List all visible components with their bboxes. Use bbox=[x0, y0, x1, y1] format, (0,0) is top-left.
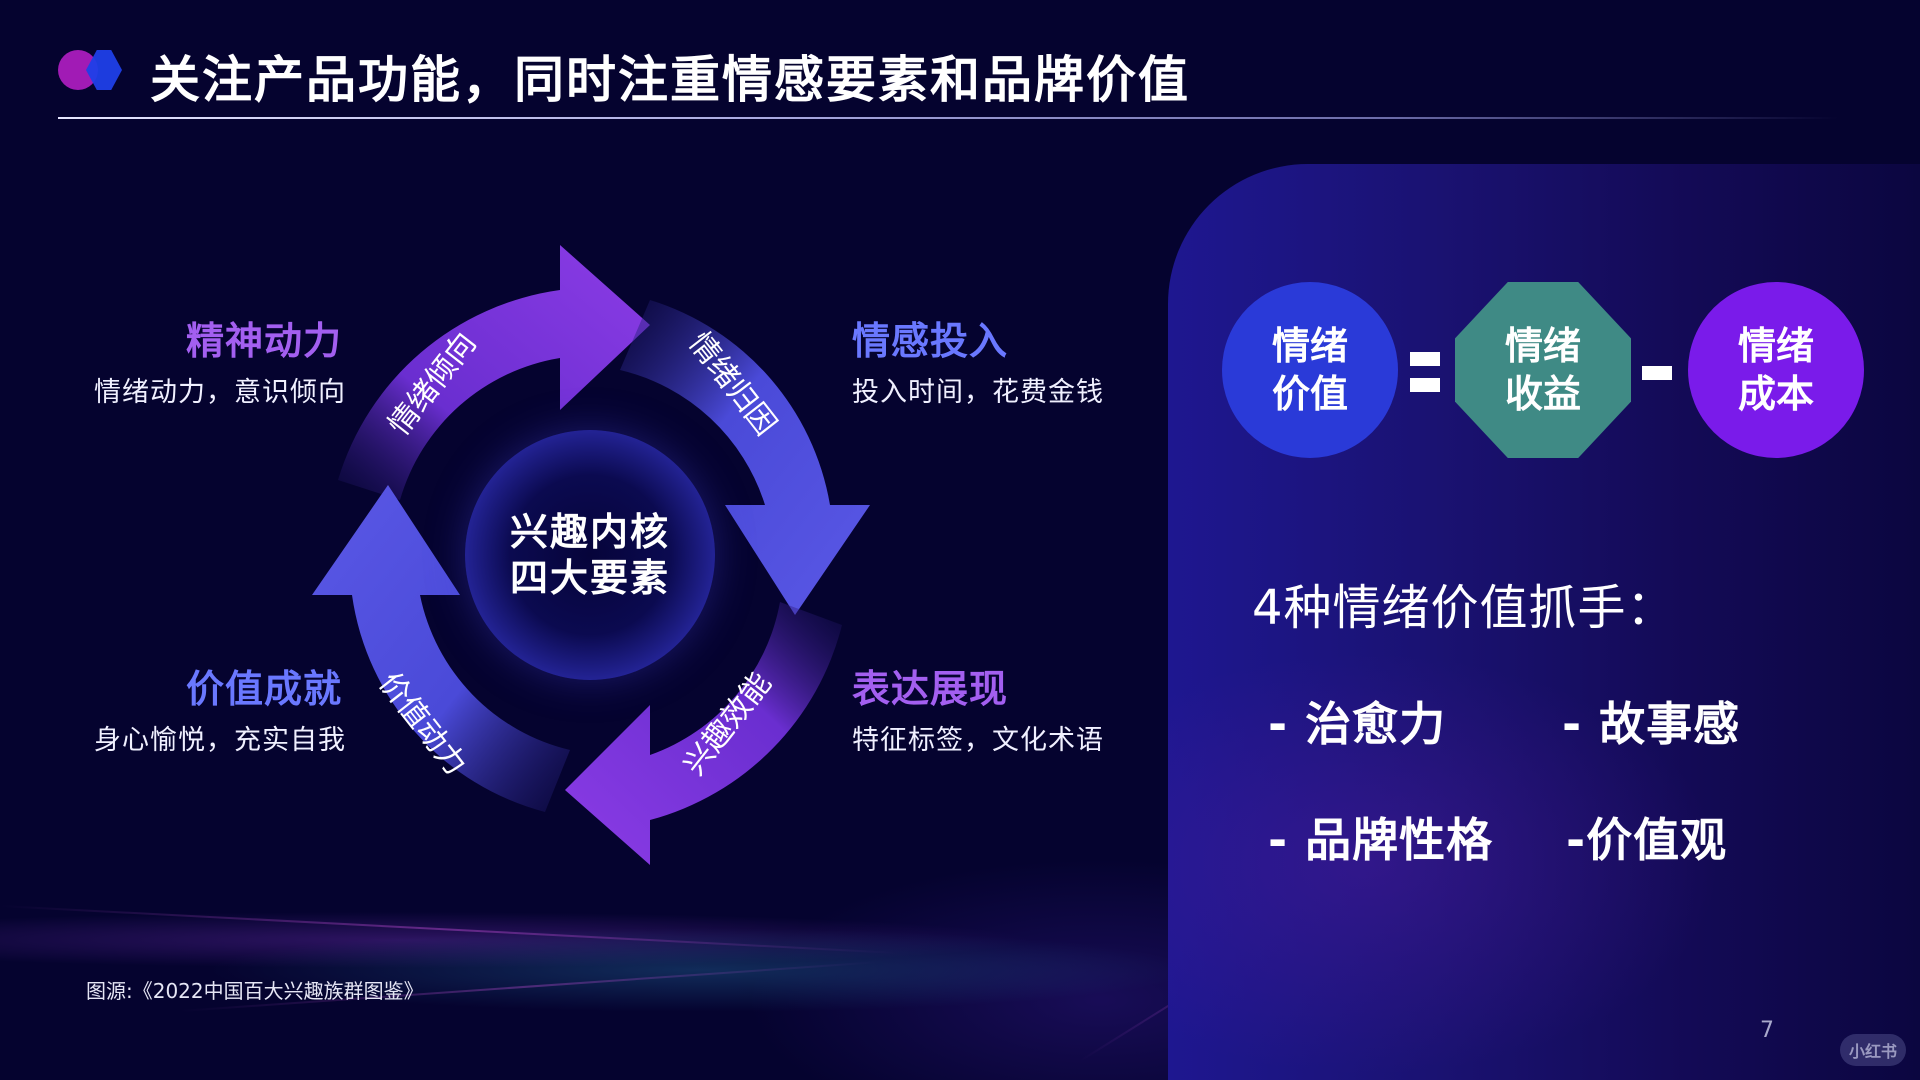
quadrant-title-emotional-investment: 情感投入 bbox=[852, 319, 1009, 363]
quadrant-title-expression: 表达展现 bbox=[852, 667, 1009, 711]
arrow-value-motivation bbox=[312, 485, 570, 812]
emotion-gain-line2: 收益 bbox=[1504, 372, 1581, 416]
cycle-diagram: 兴趣内核 四大要素 情绪倾向 情绪归因 兴趣效能 价值动力 bbox=[270, 230, 910, 870]
handle-item-storytelling: - 故事感 bbox=[1562, 697, 1741, 751]
emotion-gain-line1: 情绪 bbox=[1504, 324, 1581, 368]
quadrant-title-value-achievement: 价值成就 bbox=[186, 667, 343, 711]
source-caption: 图源:《2022中国百大兴趣族群图鉴》 bbox=[86, 979, 424, 1003]
page-number: 7 bbox=[1760, 1018, 1774, 1043]
quadrant-desc-spiritual-drive: 情绪动力，意识倾向 bbox=[94, 377, 346, 408]
emotion-cost-line1: 情绪 bbox=[1737, 324, 1814, 368]
light-streak bbox=[0, 905, 899, 955]
logo-icon bbox=[58, 48, 128, 92]
minus-sign bbox=[1642, 366, 1672, 380]
equals-sign-bottom bbox=[1410, 378, 1440, 392]
emotion-value-circle: 情绪 价值 bbox=[1222, 282, 1398, 458]
quadrant-desc-value-achievement: 身心愉悦，充实自我 bbox=[94, 725, 346, 756]
cycle-arrows bbox=[312, 245, 870, 865]
page-title: 关注产品功能，同时注重情感要素和品牌价值 bbox=[150, 51, 1190, 109]
core-circle: 兴趣内核 四大要素 bbox=[465, 430, 715, 680]
emotion-value-line2: 价值 bbox=[1271, 372, 1348, 416]
quadrant-desc-expression: 特征标签，文化术语 bbox=[852, 725, 1104, 756]
handle-item-values: -价值观 bbox=[1566, 813, 1728, 867]
arrow-interest-efficacy bbox=[565, 602, 842, 865]
core-line-2: 四大要素 bbox=[509, 556, 670, 600]
emotion-value-line1: 情绪 bbox=[1271, 324, 1348, 368]
watermark-badge: 小红书 bbox=[1840, 1034, 1906, 1066]
core-line-1: 兴趣内核 bbox=[509, 510, 670, 554]
emotion-gain-octagon: 情绪 收益 bbox=[1455, 282, 1631, 458]
equals-sign-top bbox=[1410, 352, 1440, 366]
title-divider bbox=[58, 117, 1838, 119]
arrow-emotion-attribution bbox=[620, 300, 870, 615]
arrow-emotion-tendency bbox=[338, 245, 650, 500]
handles-title: 4种情绪价值抓手： bbox=[1252, 580, 1676, 636]
emotion-value-formula: 情绪 价值 情绪 收益 情绪 成本 bbox=[1222, 282, 1864, 458]
emotion-cost-circle: 情绪 成本 bbox=[1688, 282, 1864, 458]
handle-item-healing: - 治愈力 bbox=[1268, 697, 1447, 751]
emotion-cost-line2: 成本 bbox=[1737, 372, 1814, 416]
quadrant-desc-emotional-investment: 投入时间，花费金钱 bbox=[852, 377, 1104, 408]
handle-item-brand-personality: - 品牌性格 bbox=[1268, 813, 1494, 867]
quadrant-title-spiritual-drive: 精神动力 bbox=[186, 319, 343, 363]
